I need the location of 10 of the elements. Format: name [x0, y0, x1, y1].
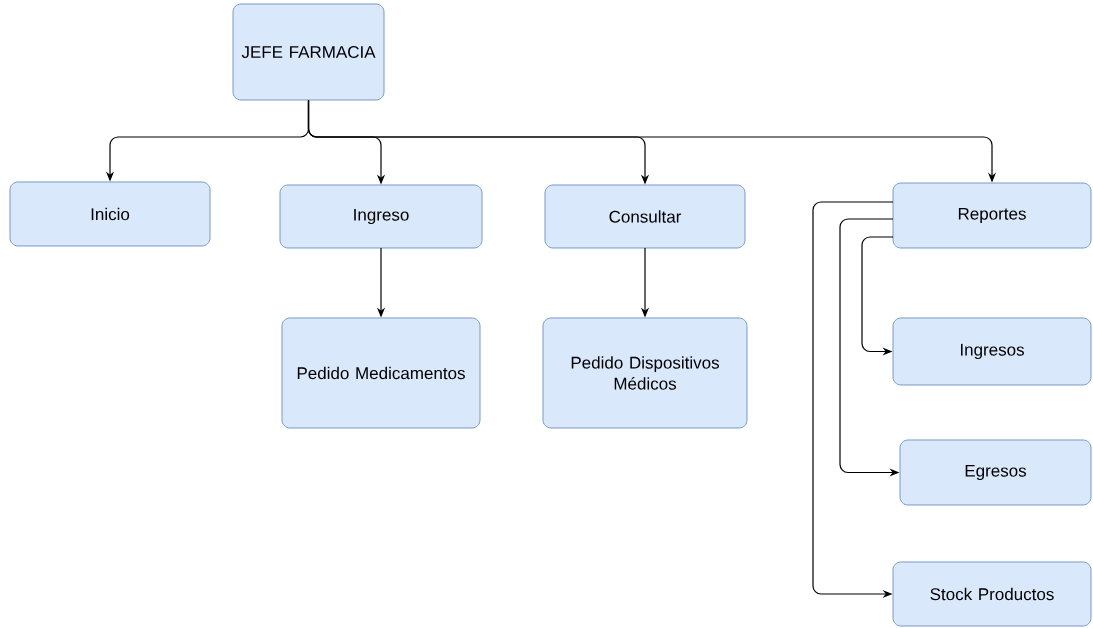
- menu-box: Ingreso: [279, 184, 483, 249]
- menu-box: JEFE FARMACIA: [232, 3, 385, 101]
- menu-box: Consultar: [544, 184, 746, 249]
- menu-box: Pedido Medicamentos: [281, 317, 481, 429]
- menu-box: Pedido Dispositivos Médicos: [542, 317, 748, 429]
- menu-box: Reportes: [892, 182, 1092, 249]
- menu-box: Ingresos: [892, 317, 1092, 386]
- menu-box: Stock Productos: [892, 561, 1092, 627]
- menu-box: Egresos: [899, 439, 1092, 506]
- menu-box: Inicio: [9, 181, 211, 247]
